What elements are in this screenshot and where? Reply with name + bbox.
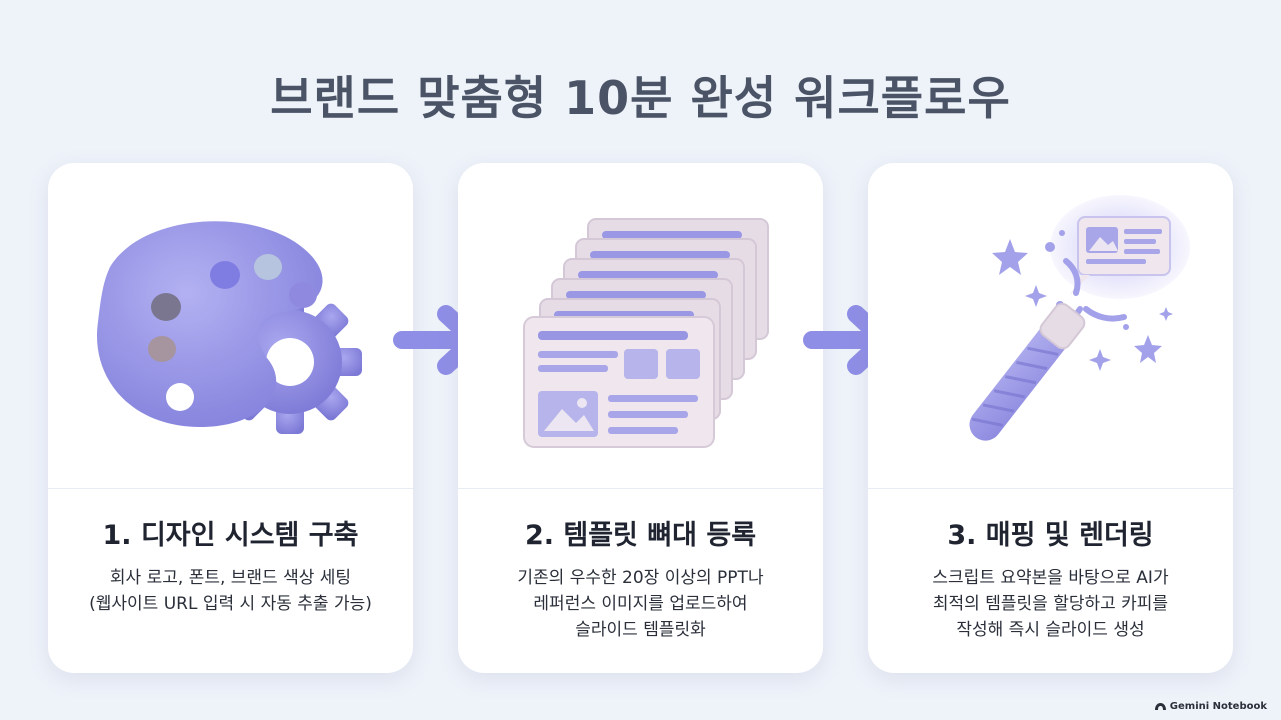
gemini-notebook-logo-icon <box>1154 703 1166 710</box>
step-title: 2. 템플릿 뼈대 등록 <box>524 520 757 551</box>
palette-gear-icon <box>96 221 362 434</box>
step-card-1: 1. 디자인 시스템 구축 회사 로고, 폰트, 브랜드 색상 세팅 (웹사이트… <box>48 163 413 673</box>
step-description-line: 기존의 우수한 20장 이상의 PPT나 <box>517 568 764 588</box>
step-description-line: 회사 로고, 폰트, 브랜드 색상 세팅 <box>109 568 352 588</box>
slide-stack-icon <box>523 218 769 448</box>
step-description: 기존의 우수한 20장 이상의 PPT나 레퍼런스 이미지를 업로드하여 슬라이… <box>468 565 813 643</box>
brand-label: Gemini Notebook <box>1169 701 1267 712</box>
step-description-line: 레퍼런스 이미지를 업로드하여 <box>533 594 748 614</box>
step-description-line: 스크립트 요약본을 바탕으로 AI가 <box>932 568 1169 588</box>
card-divider <box>868 488 1233 489</box>
step-title: 3. 매핑 및 렌더링 <box>947 520 1154 551</box>
magic-wand-icon <box>969 195 1190 441</box>
page-title: 브랜드 맞춤형 10분 완성 워크플로우 <box>270 71 1011 125</box>
step-title: 1. 디자인 시스템 구축 <box>102 520 359 551</box>
step-card-3: 3. 매핑 및 렌더링 스크립트 요약본을 바탕으로 AI가 최적의 템플릿을 … <box>868 163 1233 673</box>
step-description: 회사 로고, 폰트, 브랜드 색상 세팅 (웹사이트 URL 입력 시 자동 추… <box>58 565 403 617</box>
step-description: 스크립트 요약본을 바탕으로 AI가 최적의 템플릿을 할당하고 카피를 작성해… <box>878 565 1223 643</box>
step-card-2: 2. 템플릿 뼈대 등록 기존의 우수한 20장 이상의 PPT나 레퍼런스 이… <box>458 163 823 673</box>
brand-watermark: Gemini Notebook <box>1154 701 1267 712</box>
card-divider <box>458 488 823 489</box>
step-description-line: 작성해 즉시 슬라이드 생성 <box>956 620 1145 640</box>
step-description-line: 최적의 템플릿을 할당하고 카피를 <box>932 594 1169 614</box>
step-description-line: (웹사이트 URL 입력 시 자동 추출 가능) <box>89 594 372 614</box>
card-divider <box>48 488 413 489</box>
step-description-line: 슬라이드 템플릿화 <box>575 620 706 640</box>
